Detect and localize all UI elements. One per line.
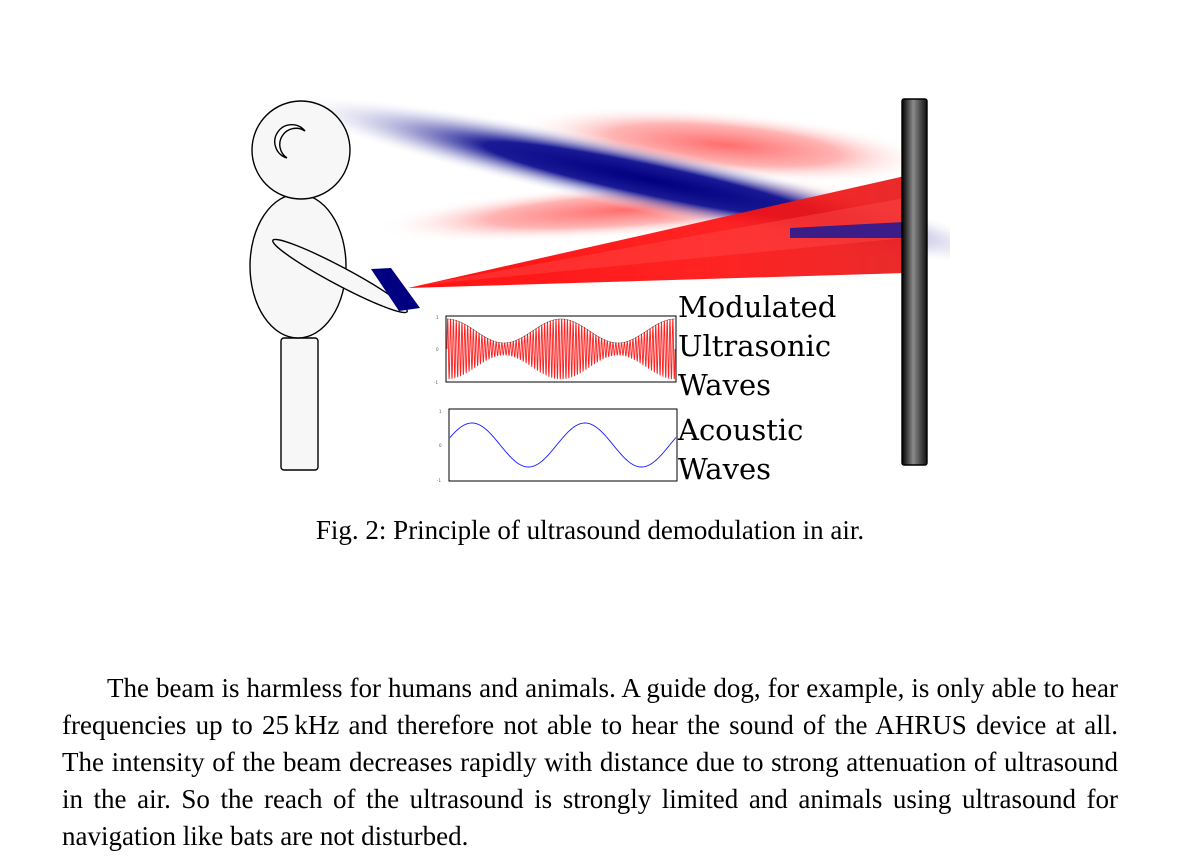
svg-text:1: 1 (439, 409, 442, 414)
acoustic-wave-plot: 1 0 -1 (437, 408, 678, 483)
body-paragraph: The beam is harmless for humans and anim… (62, 673, 1118, 851)
ultrasonic-beam (408, 176, 905, 288)
modulated-label-line: Waves (678, 368, 772, 402)
svg-text:0: 0 (439, 443, 442, 448)
modulated-label-line: Modulated (678, 290, 837, 324)
svg-text:0: 0 (436, 347, 439, 352)
reflecting-wall-icon (901, 98, 928, 466)
figure-drawing: 1 0 -1 1 0 -1 (249, 95, 950, 483)
acoustic-label-line: Waves (678, 452, 772, 486)
modulated-label-line: Ultrasonic (678, 329, 832, 363)
svg-text:-1: -1 (437, 478, 441, 483)
svg-text:1: 1 (436, 315, 439, 320)
modulated-wave-plot: 1 0 -1 (434, 315, 677, 385)
acoustic-label-line: Acoustic (678, 413, 804, 447)
svg-text:-1: -1 (434, 380, 438, 385)
principle-figure: 1 0 -1 1 0 -1 Modulated Ultrasonic Waves Aco… (230, 88, 950, 498)
modulated-wave-trace (446, 318, 676, 380)
figure-caption: Fig. 2: Principle of ultrasound demodula… (315, 515, 865, 545)
acoustic-wave-trace (449, 422, 677, 468)
acoustic-waves-label: Acoustic Waves (678, 411, 803, 489)
ultrasound-emitter-icon (371, 268, 420, 311)
person-icon (249, 100, 408, 471)
modulated-wave-envelope (446, 318, 676, 344)
modulated-waves-label: Modulated Ultrasonic Waves (678, 288, 836, 405)
